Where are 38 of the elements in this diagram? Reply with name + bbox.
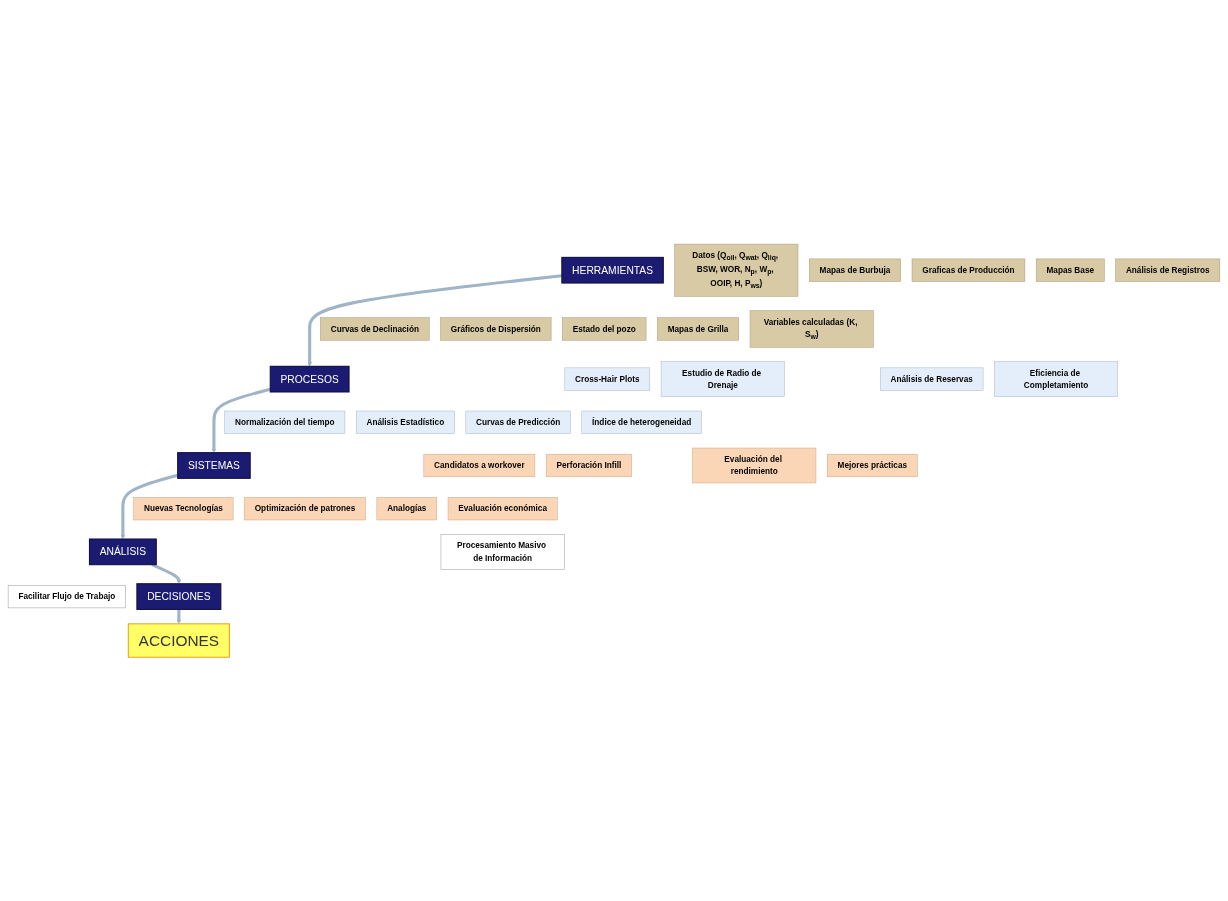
node-box: Estudio de Radio de Drenaje [660,361,785,397]
node-box: ACCIONES [127,623,230,658]
node-box: Facilitar Flujo de Trabajo [7,584,126,608]
node-box: ANÁLISIS [88,538,157,566]
node-box: Variables calculadas (K, S$_{w}$) [749,310,874,348]
node-box: Normalización del tiempo [224,410,346,434]
node-box: Análisis de Registros [1115,258,1221,282]
node-box: Análisis de Reservas [880,367,984,391]
node-box: SISTEMAS [177,451,251,479]
node-box: Datos (Q$_{oil}$, Q$_{wat}$, Q$_{liq}$, BSW, WOR, N$_{p}$, W$_{p}$, OOIP, H, P$_{ws}$) [674,243,799,297]
node-box: Análisis Estadístico [356,410,455,434]
node-box: Curvas de Declinación [320,317,430,341]
node-box: Evaluación del rendimiento [692,447,817,484]
node-box: Perforación Infill [545,453,632,477]
node-box: PROCESOS [269,365,350,393]
arrow [211,387,271,453]
arrow [307,274,562,367]
node-box: Mapas de Grilla [657,317,739,341]
node-box: Evaluación económica [447,496,558,521]
node-box: Estado del pozo [562,317,647,341]
node-box: Mapas Base [1035,258,1105,282]
node-box: DECISIONES [136,583,222,610]
node-box: Cross-Hair Plots [564,367,651,391]
node-box: Optimización de patrones [244,496,366,521]
node-box: Mapas de Burbuja [809,258,901,282]
node-box: HERRAMIENTAS [561,256,664,284]
node-box: Nuevas Tecnologías [133,496,234,521]
node-box: Procesamiento Masivo de Información [440,533,565,570]
node-box: Curvas de Predicción [465,410,571,434]
node-box: Gráficos de Dispersión [440,317,552,341]
node-box: Analogías [376,496,437,521]
node-box: Graficas de Producción [911,258,1026,282]
node-box: Eficiencia de Completamiento [994,361,1119,397]
node-box: Índice de heterogeneidad [581,410,702,434]
arrow [151,563,182,584]
arrow [120,473,179,540]
node-box: Mejores prácticas [827,453,918,477]
node-box: Candidatos a workover [423,453,536,477]
